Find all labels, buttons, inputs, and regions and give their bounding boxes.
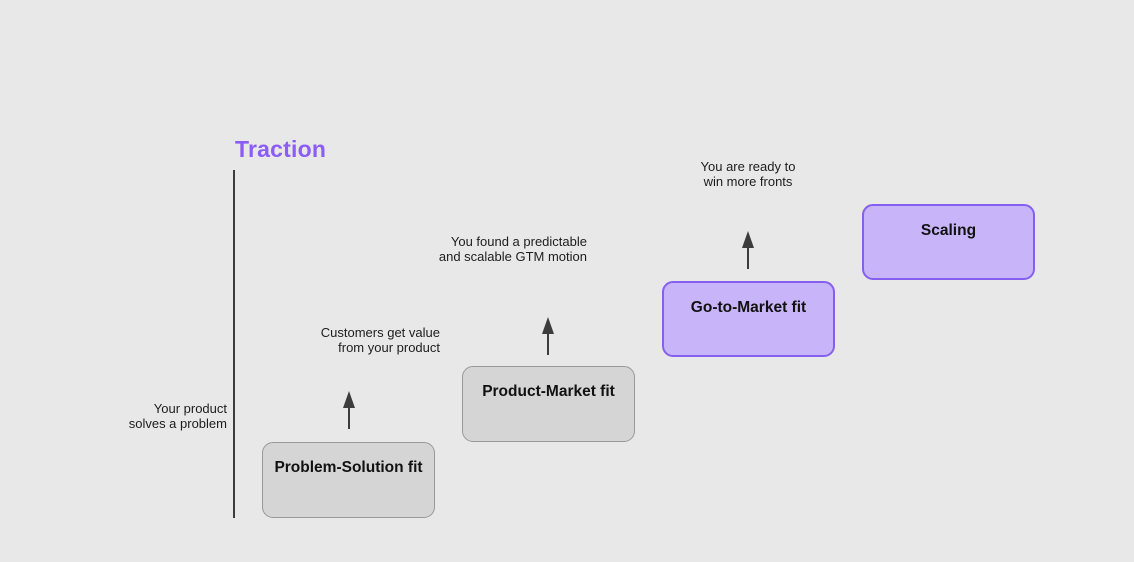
stage-label: Scaling	[920, 222, 977, 239]
stage-label: Problem-Solution fit	[274, 459, 423, 476]
annotation-go-to-market: You found a predictable and scalable GTM…	[438, 234, 587, 264]
traction-axis-line	[233, 170, 235, 518]
up-arrow-icon	[542, 317, 554, 355]
traction-title: Traction	[235, 136, 327, 162]
stage-product-market-fit[interactable]: Product-Market fit	[462, 366, 635, 442]
up-arrow-icon	[742, 231, 754, 269]
annotation-product-market: Customers get value from your product	[320, 325, 440, 355]
stage-problem-solution-fit[interactable]: Problem-Solution fit	[262, 442, 435, 518]
stage-scaling[interactable]: Scaling	[862, 204, 1035, 280]
annotation-problem-solution: Your product solves a problem	[128, 401, 227, 431]
stage-go-to-market-fit[interactable]: Go-to-Market fit	[662, 281, 835, 357]
stage-label: Product-Market fit	[482, 383, 615, 400]
annotation-scaling: You are ready to win more fronts	[700, 159, 796, 189]
stage-label: Go-to-Market fit	[690, 299, 807, 316]
up-arrow-icon	[343, 391, 355, 429]
